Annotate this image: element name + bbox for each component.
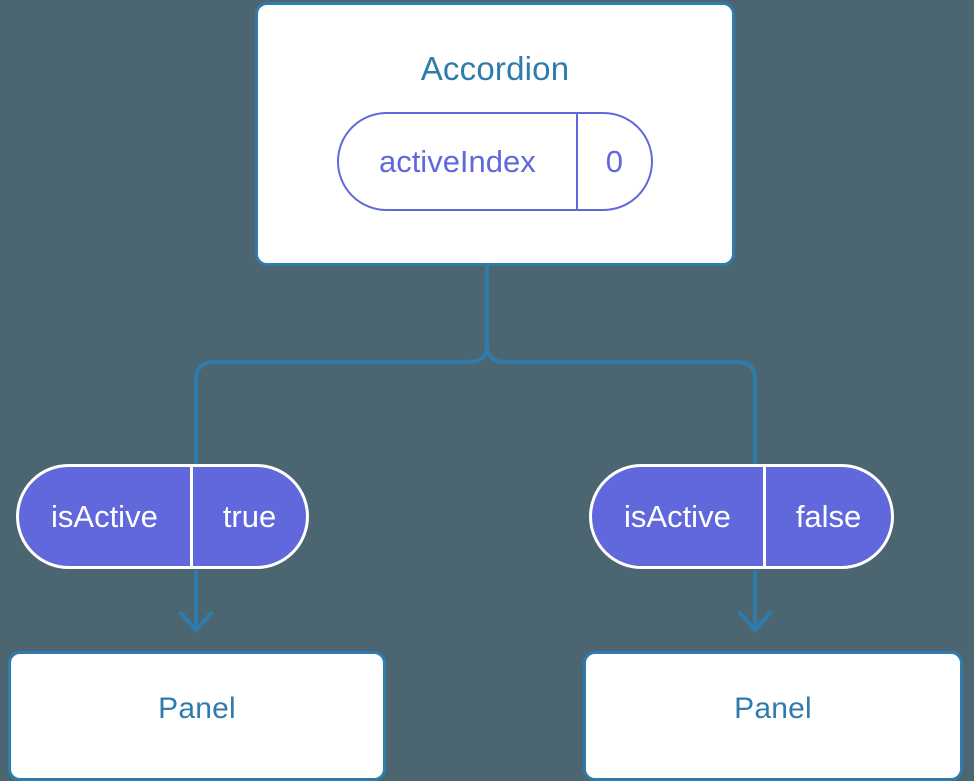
- prop-value-is-active-right: false: [762, 467, 891, 566]
- tree-connector-path: [194, 264, 489, 466]
- prop-key-is-active-left: isActive: [51, 498, 158, 534]
- panel-component-card-right[interactable]: Panel: [583, 651, 963, 781]
- prop-value-is-active-left: true: [189, 467, 306, 566]
- prop-pill-active-index[interactable]: activeIndex 0: [336, 112, 654, 211]
- accordion-component-card[interactable]: Accordion activeIndex 0: [255, 2, 735, 266]
- panel-title-right: Panel: [734, 692, 812, 725]
- arrow-right-down: [738, 570, 772, 632]
- prop-pill-is-active-true[interactable]: isActive true: [16, 464, 310, 569]
- prop-key-is-active-right: isActive: [624, 498, 731, 534]
- tree-connector-path-right: [485, 342, 757, 466]
- arrow-left-down: [179, 570, 213, 632]
- panel-title-left: Panel: [158, 692, 236, 725]
- prop-value-active-index: 0: [575, 114, 651, 209]
- accordion-title: Accordion: [420, 50, 570, 87]
- panel-component-card-left[interactable]: Panel: [8, 651, 386, 781]
- prop-key-active-index: activeIndex: [378, 143, 536, 179]
- prop-pill-is-active-false[interactable]: isActive false: [589, 464, 895, 569]
